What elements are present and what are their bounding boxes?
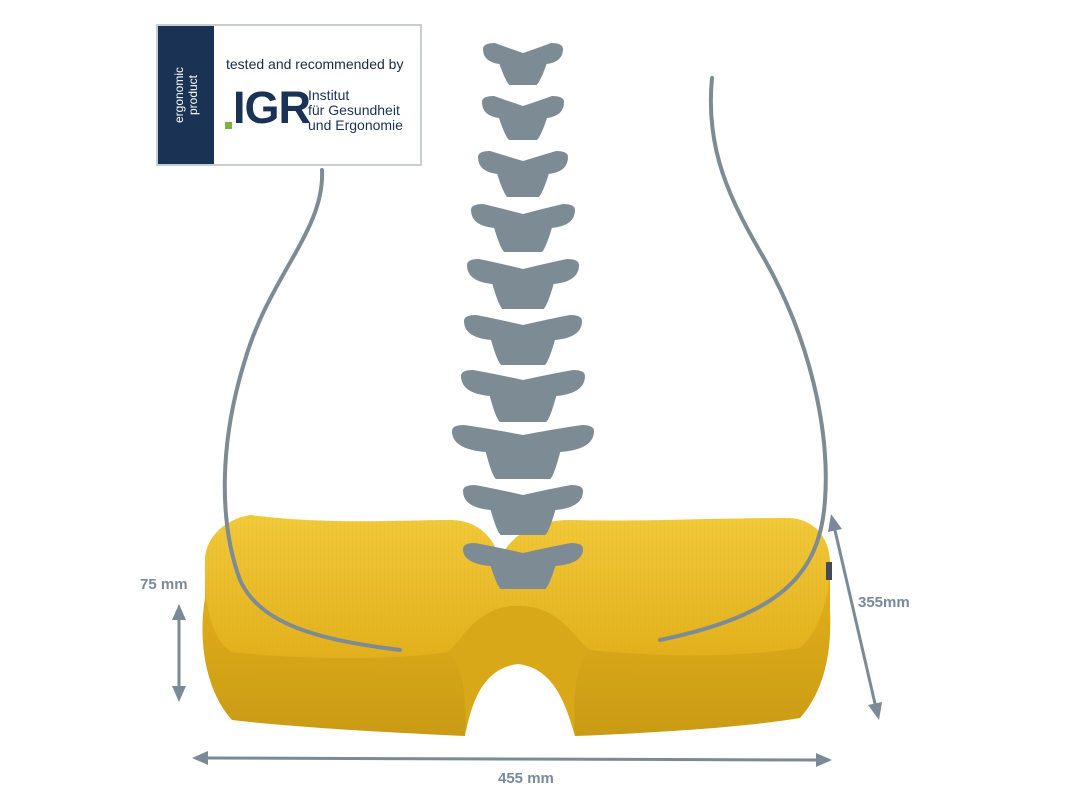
institute-line2: für Gesundheit [308,102,400,118]
igr-institute-name: Institut für Gesundheit und Ergonomie [308,88,403,133]
dim-depth-arrow [828,514,882,720]
cushion-tag [826,562,832,580]
institute-line1: Institut [308,87,350,103]
dim-width-label: 455 mm [498,770,554,787]
vertebra-7 [461,370,585,422]
spine [452,43,594,589]
body-outline-right [658,76,828,642]
igr-logo-dot [225,122,232,129]
dim-width-arrow [192,751,832,767]
badge-side-text: ergonomic product [172,67,200,123]
badge-tested-text: tested and recommended by [226,56,404,72]
vertebra-10 [463,543,583,589]
vertebra-8 [452,425,594,479]
vertebra-9 [463,485,583,535]
igr-logo: IGR [233,82,311,133]
vertebra-3 [478,151,568,197]
dim-height-arrow [172,604,186,702]
body-outline-left [222,168,402,652]
badge-side-panel: ergonomic product [158,26,214,164]
vertebra-1 [483,43,563,85]
badge-side-line1: ergonomic [172,66,186,124]
badge-side-line2: product [186,74,200,116]
vertebra-2 [482,96,564,140]
vertebra-5 [467,259,579,309]
institute-line3: und Ergonomie [308,117,403,133]
dim-depth-label: 355mm [858,594,910,611]
igr-badge: ergonomic product tested and recommended… [156,24,422,166]
vertebra-4 [471,204,575,252]
cushion-cutout [448,605,590,736]
vertebra-6 [464,315,582,365]
dim-height-label: 75 mm [140,576,188,593]
